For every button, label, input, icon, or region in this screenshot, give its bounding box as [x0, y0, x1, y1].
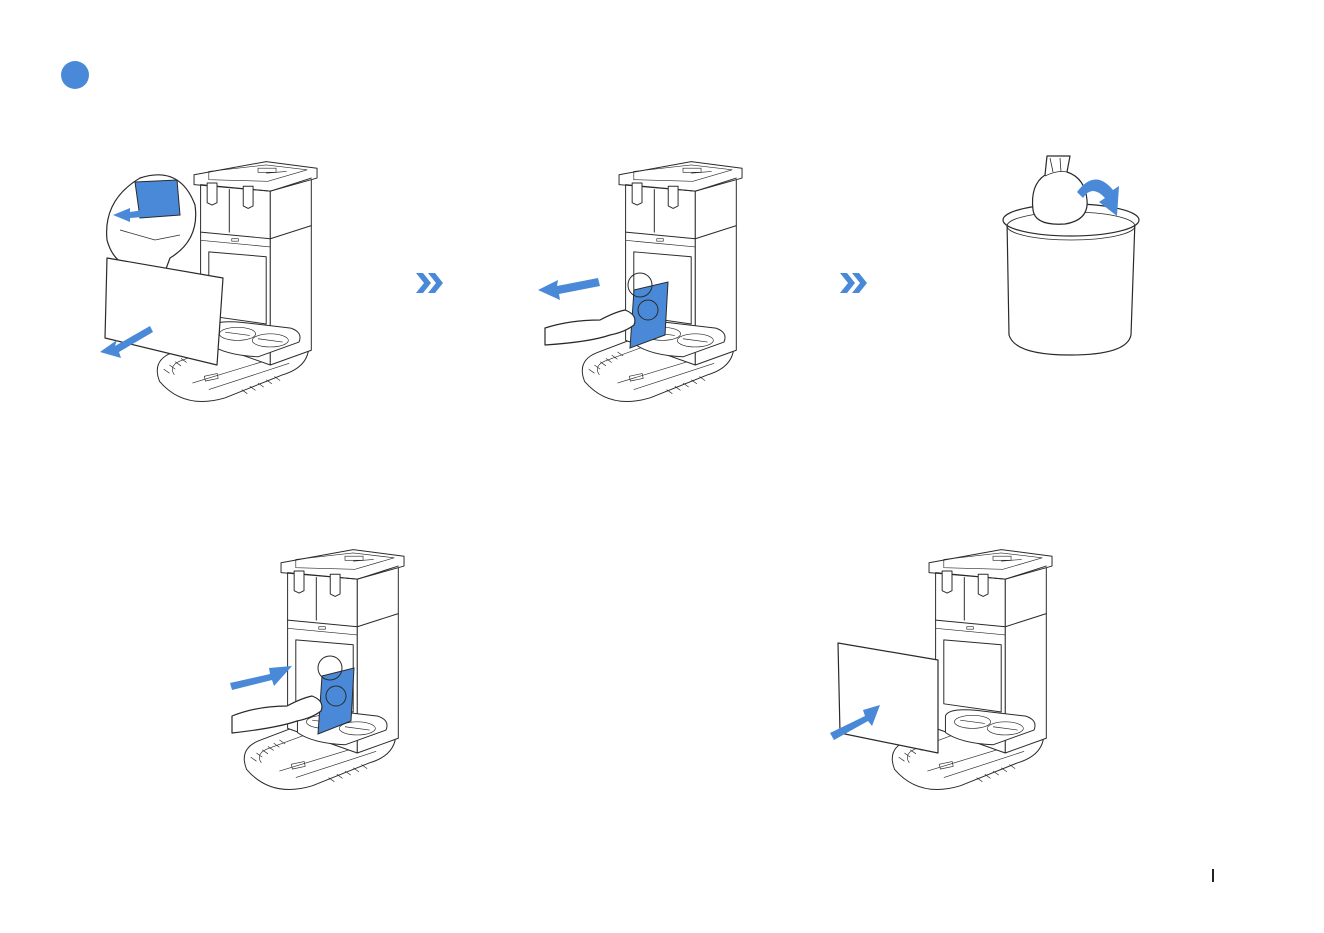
- page-number-marker: [1212, 869, 1214, 882]
- step-4-illustration: [222, 548, 442, 818]
- step-marker-icon: [61, 61, 89, 89]
- step-5-illustration: [830, 548, 1070, 808]
- step-1-illustration: [95, 160, 325, 430]
- step-2-illustration: [530, 160, 760, 430]
- next-step-1-icon: [416, 273, 446, 293]
- step-3-illustration: [995, 150, 1155, 360]
- next-step-2-icon: [840, 273, 870, 293]
